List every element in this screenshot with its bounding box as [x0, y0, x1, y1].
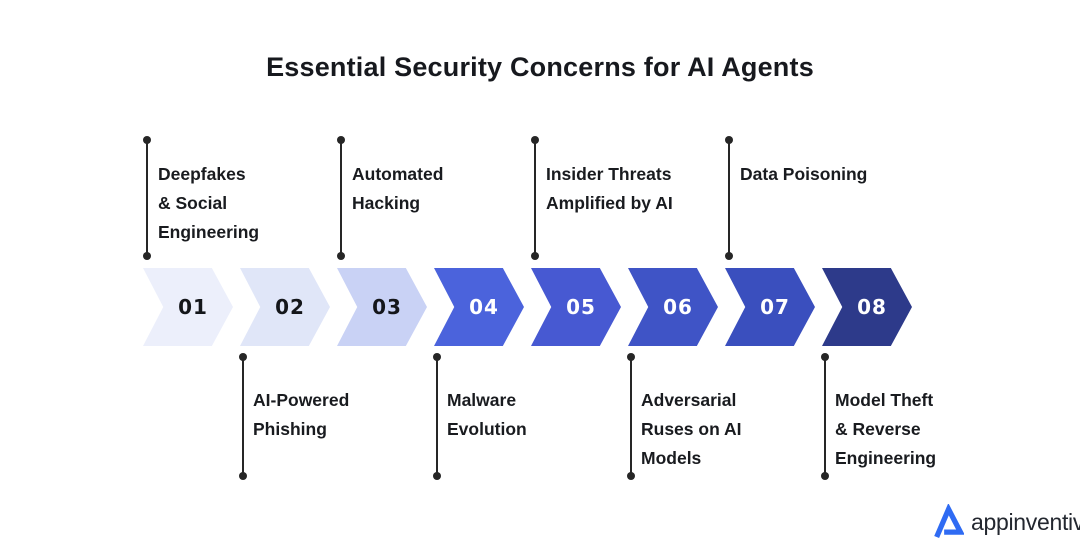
chevron-step-01: 01 [143, 268, 233, 346]
connector-step-02 [239, 353, 247, 480]
label-line: AI-Powered [253, 390, 350, 410]
appinventiv-logo-icon [934, 504, 964, 540]
chevron-step-07: 07 [725, 268, 815, 346]
chevron-step-03: 03 [337, 268, 427, 346]
label-line: Amplified by AI [546, 193, 673, 213]
label-line: Model Theft [835, 390, 934, 410]
chevron-step-04: 04 [434, 268, 524, 346]
connector-step-04 [433, 353, 441, 480]
step-number: 02 [275, 295, 305, 319]
step-number: 01 [178, 295, 208, 319]
appinventiv-logo: appinventiv [934, 504, 1080, 540]
chevron-step-02: 02 [240, 268, 330, 346]
label-line: Engineering [835, 448, 937, 468]
step-label-08: Model Theft & Reverse Engineering [835, 386, 936, 473]
step-label-07: Data Poisoning [740, 160, 867, 189]
step-number: 04 [469, 295, 499, 319]
step-label-06: Adversarial Ruses on AI Models [641, 386, 741, 473]
label-line: Automated [352, 164, 444, 184]
connector-step-08 [821, 353, 829, 480]
label-line: Ruses on AI [641, 419, 742, 439]
step-label-05: Insider Threats Amplified by AI [546, 160, 673, 218]
step-number: 06 [663, 295, 693, 319]
label-line: Hacking [352, 193, 421, 213]
connector-step-05 [531, 136, 539, 260]
label-line: Data Poisoning [740, 164, 868, 184]
step-label-01: Deepfakes & Social Engineering [158, 160, 259, 247]
appinventiv-logo-text: appinventiv [971, 508, 1080, 535]
chevron-strip: 01 02 03 04 05 06 07 08 [143, 268, 912, 346]
step-label-03: Automated Hacking [352, 160, 443, 218]
step-number: 07 [760, 295, 790, 319]
label-line: & Social [158, 193, 228, 213]
chevron-step-06: 06 [628, 268, 718, 346]
step-number: 03 [372, 295, 402, 319]
label-line: Evolution [447, 419, 527, 439]
label-line: Adversarial [641, 390, 737, 410]
connector-step-07 [725, 136, 733, 260]
label-line: Engineering [158, 222, 260, 242]
step-number: 05 [566, 295, 596, 319]
connector-step-06 [627, 353, 635, 480]
connector-step-01 [143, 136, 151, 260]
step-number: 08 [857, 295, 887, 319]
label-line: Insider Threats [546, 164, 672, 184]
connector-step-03 [337, 136, 345, 260]
step-label-04: Malware Evolution [447, 386, 527, 444]
label-line: Models [641, 448, 702, 468]
page-title: Essential Security Concerns for AI Agent… [266, 52, 814, 82]
label-line: Deepfakes [158, 164, 246, 184]
chevron-step-08: 08 [822, 268, 912, 346]
label-line: Malware [447, 390, 517, 410]
step-label-02: AI-Powered Phishing [253, 386, 349, 444]
chevron-step-05: 05 [531, 268, 621, 346]
label-line: & Reverse [835, 419, 921, 439]
label-line: Phishing [253, 419, 327, 439]
